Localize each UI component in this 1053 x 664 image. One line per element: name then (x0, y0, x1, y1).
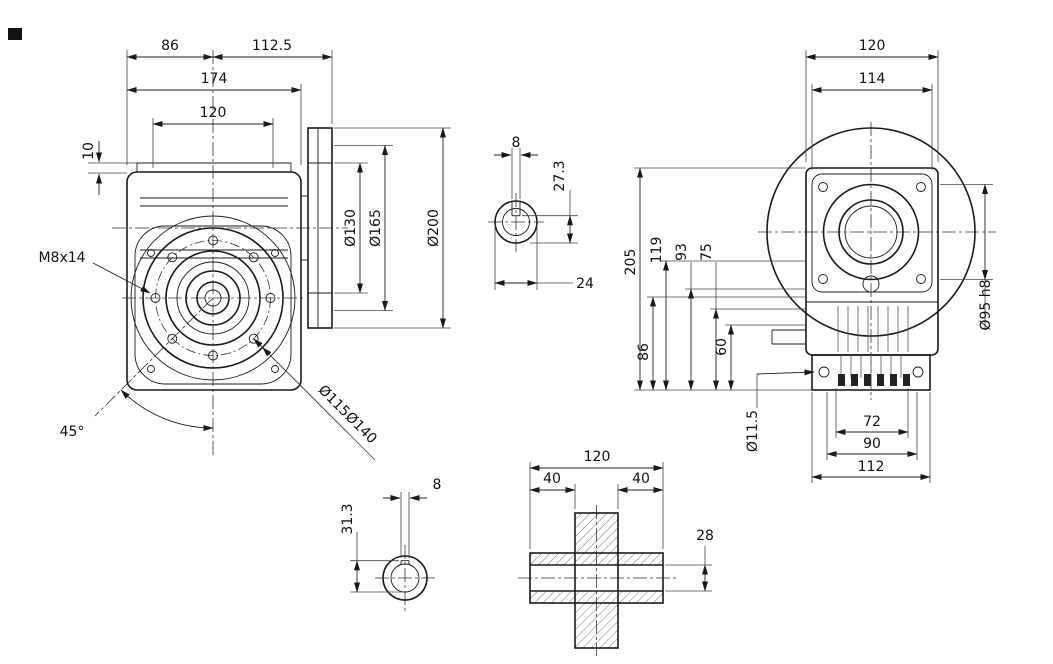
coupling-flange (574, 512, 619, 649)
dim-front-86: 86 (161, 38, 179, 54)
dim-front-45deg: 45° (60, 424, 85, 440)
dim-side-72: 72 (863, 414, 881, 430)
dim-inshaft-8: 8 (512, 135, 521, 151)
dim-front-112-5: 112.5 (252, 38, 292, 54)
dim-side-60: 60 (714, 338, 730, 356)
wheel-housing-circle (766, 127, 976, 337)
output-bore-circle (382, 555, 428, 601)
label-m8x14: M8x14 (38, 250, 85, 266)
dim-front-d165: Ø165 (368, 209, 384, 247)
dim-side-75: 75 (699, 243, 715, 261)
dim-front-d130: Ø130 (343, 209, 359, 247)
output-spigot-circle (822, 183, 920, 281)
dim-side-112: 112 (858, 459, 885, 475)
input-shaft-view: 8 27.3 24 (488, 135, 594, 292)
foot-hole-right (912, 366, 924, 378)
dim-side-119: 119 (649, 237, 665, 264)
scan-artifact (8, 28, 22, 40)
input-flange-plate (307, 127, 333, 329)
foot-hole-left (818, 366, 830, 378)
dim-side-90: 90 (863, 436, 881, 452)
gearbox-body-side (805, 167, 939, 356)
dim-side-205: 205 (623, 249, 639, 276)
dim-front-10: 10 (81, 142, 97, 160)
front-view: 86 112.5 174 120 10 M8x14 Ø130 Ø165 Ø200… (38, 38, 451, 461)
coupling-section-view: 120 40 40 28 (518, 449, 714, 656)
dim-side-114: 114 (859, 71, 886, 87)
input-shaft-circle (494, 200, 538, 244)
dim-coupling-40-left: 40 (543, 471, 561, 487)
dim-front-d140: Ø140 (342, 409, 380, 447)
side-view: 120 114 205 119 93 75 86 60 Ø95 h8 Ø11.5 (623, 38, 996, 483)
dim-inshaft-27-3: 27.3 (552, 160, 568, 191)
dim-side-d95h8: Ø95 h8 (978, 279, 994, 330)
dim-coupling-40-right: 40 (632, 471, 650, 487)
dim-side-d11-5: Ø11.5 (745, 410, 761, 452)
dim-outshaft-8: 8 (433, 477, 442, 493)
dim-front-d200: Ø200 (426, 209, 442, 247)
gearbox-body-front (126, 171, 302, 391)
output-shaft-view: 8 31.3 (340, 477, 441, 612)
dim-front-120: 120 (200, 105, 227, 121)
bolt-circle (155, 240, 271, 356)
dim-front-174: 174 (201, 71, 228, 87)
dim-coupling-28: 28 (696, 528, 714, 544)
dim-outshaft-31-3: 31.3 (340, 503, 356, 534)
coupling-hub (529, 552, 664, 604)
dim-coupling-120: 120 (584, 449, 611, 465)
dim-inshaft-24: 24 (576, 276, 594, 292)
dim-side-86: 86 (636, 343, 652, 361)
dim-side-120: 120 (859, 38, 886, 54)
dim-side-93: 93 (674, 243, 690, 261)
